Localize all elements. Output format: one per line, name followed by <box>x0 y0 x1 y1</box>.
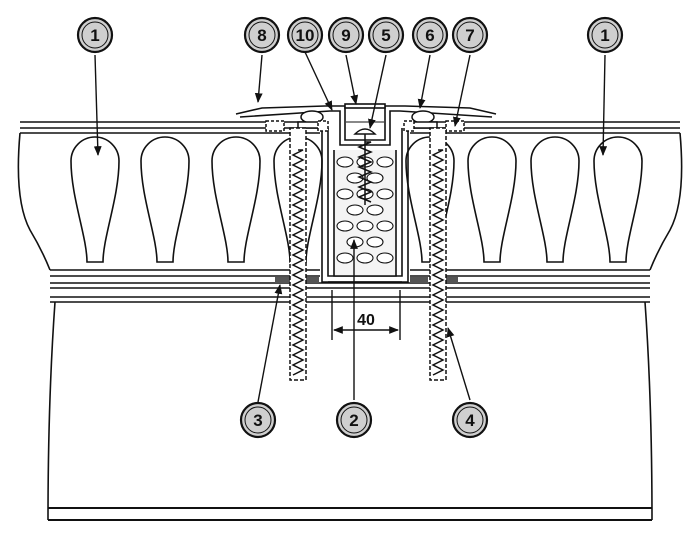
callout-7: 7 <box>451 16 489 54</box>
insulation-cell <box>356 220 374 232</box>
callout-1-right: 1 <box>586 16 624 54</box>
callout-5: 5 <box>367 16 405 54</box>
leader-lines <box>93 51 608 403</box>
callout-10: 10 <box>286 16 324 54</box>
right-panel <box>405 121 683 277</box>
callout-1-left: 1 <box>76 16 114 54</box>
panel-cell <box>140 136 190 263</box>
insulation-cell <box>366 172 384 184</box>
insulation-cell <box>356 252 374 264</box>
insulation-cell <box>376 156 394 168</box>
callout-2: 2 <box>335 401 373 439</box>
svg-text:1: 1 <box>600 26 609 45</box>
insulation-cell <box>366 236 384 248</box>
insulation-cell <box>346 236 364 248</box>
screw-thread <box>431 149 445 376</box>
callout-6: 6 <box>411 16 449 54</box>
svg-text:2: 2 <box>349 411 358 430</box>
insulation-cell <box>376 220 394 232</box>
screw-thread <box>357 141 373 203</box>
callout-3: 3 <box>239 401 277 439</box>
callout-8: 8 <box>243 16 281 54</box>
insulation-cell <box>336 188 354 200</box>
panel-cell <box>593 136 643 263</box>
left-panel <box>17 121 323 277</box>
insulation-cell <box>376 252 394 264</box>
dimension-40 <box>331 290 401 340</box>
panel-cell <box>70 136 120 263</box>
panel-cell <box>530 136 580 263</box>
panel-cell <box>467 136 517 263</box>
svg-text:10: 10 <box>296 26 315 45</box>
svg-text:8: 8 <box>257 26 266 45</box>
svg-text:1: 1 <box>90 26 99 45</box>
callout-9: 9 <box>327 16 365 54</box>
callout-4: 4 <box>451 401 489 439</box>
svg-text:3: 3 <box>253 411 262 430</box>
svg-text:6: 6 <box>425 26 434 45</box>
insulation-cell <box>336 220 354 232</box>
insulation-cell <box>336 156 354 168</box>
insulation-cell <box>346 204 364 216</box>
side-screws <box>265 110 465 381</box>
insulation-cell <box>366 204 384 216</box>
panel-cell <box>211 136 261 263</box>
gasket-pads <box>275 277 458 283</box>
svg-text:7: 7 <box>465 26 474 45</box>
svg-text:5: 5 <box>381 26 390 45</box>
svg-text:9: 9 <box>341 26 350 45</box>
insulation-cell <box>336 252 354 264</box>
screw-thread <box>291 149 305 376</box>
insulation-cell <box>376 188 394 200</box>
base-profile <box>321 122 409 283</box>
dimension-label: 40 <box>357 312 375 329</box>
svg-text:4: 4 <box>465 411 475 430</box>
support-beam <box>47 282 653 521</box>
centre-screw <box>353 128 377 205</box>
